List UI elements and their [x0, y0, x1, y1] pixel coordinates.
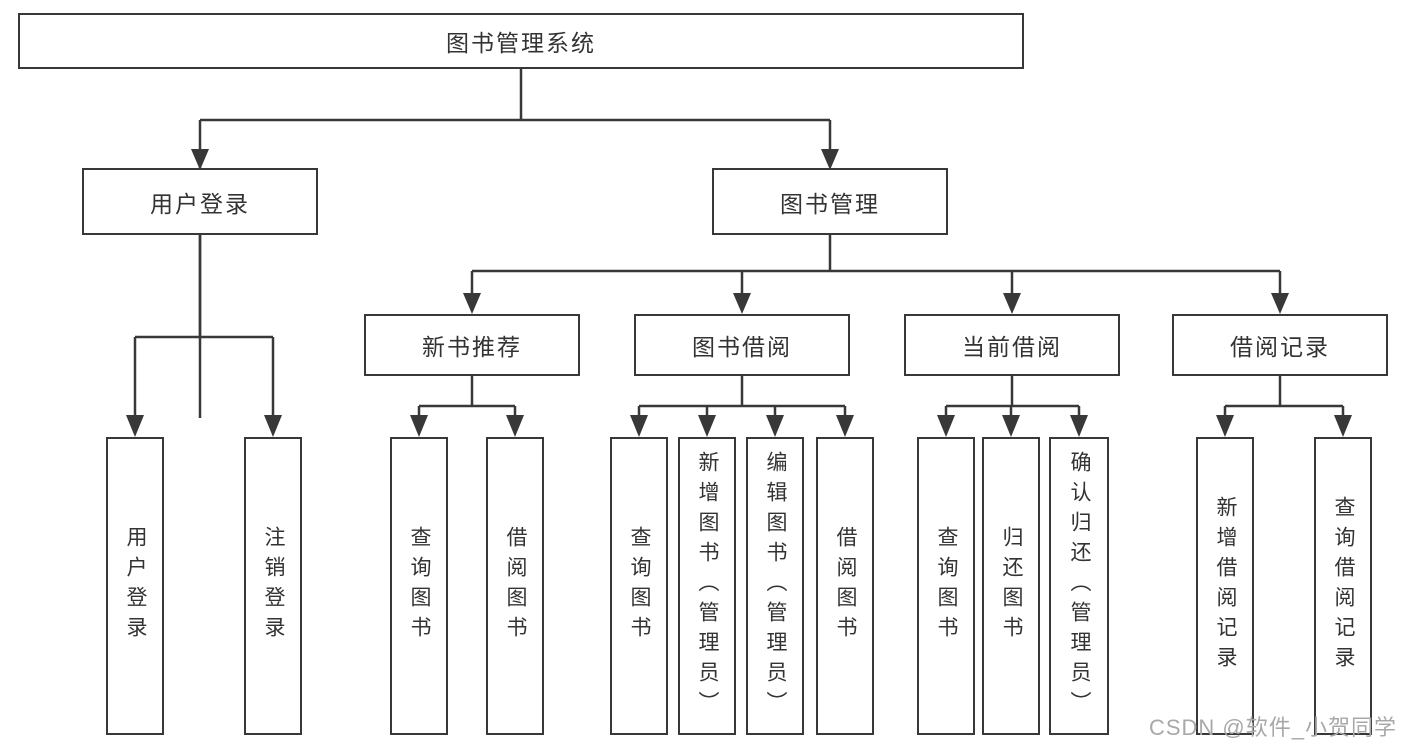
leaf-current-query-books-label: 查询图书 — [935, 526, 958, 646]
node-book-management: 图书管理 — [712, 168, 948, 235]
leaf-add-books-admin-label: 新增图书（管理员） — [696, 451, 719, 721]
connector-root-to-level2 — [191, 69, 839, 418]
leaf-edit-books-admin: 编辑图书（管理员） — [746, 437, 804, 735]
leaf-recommend-borrow-books-label: 借阅图书 — [504, 526, 527, 646]
leaf-borrowing-query-books: 查询图书 — [610, 437, 668, 735]
connector-user-login-branch — [126, 235, 282, 437]
node-user-login-label: 用户登录 — [150, 190, 250, 217]
leaf-confirm-return-admin-label: 确认归还（管理员） — [1068, 451, 1091, 721]
leaf-return-books: 归还图书 — [982, 437, 1040, 735]
leaf-query-borrow-record-label: 查询借阅记录 — [1332, 496, 1355, 676]
node-current-borrowing-label: 当前借阅 — [962, 334, 1062, 360]
node-new-book-recommendation: 新书推荐 — [364, 314, 580, 376]
node-user-login: 用户登录 — [82, 168, 318, 235]
leaf-return-books-label: 归还图书 — [1000, 526, 1023, 646]
leaf-logout: 注销登录 — [244, 437, 302, 735]
connector-records-branch — [1216, 376, 1352, 437]
leaf-edit-books-admin-label: 编辑图书（管理员） — [764, 451, 787, 721]
leaf-recommend-borrow-books: 借阅图书 — [486, 437, 544, 735]
leaf-borrowing-borrow-books: 借阅图书 — [816, 437, 874, 735]
node-library-management-system-label: 图书管理系统 — [446, 30, 596, 56]
leaf-user-login: 用户登录 — [106, 437, 164, 735]
connector-book-mgmt-to-level3 — [463, 235, 1289, 314]
node-current-borrowing: 当前借阅 — [904, 314, 1120, 376]
connector-borrowing-branch — [630, 376, 854, 437]
leaf-add-borrow-record-label: 新增借阅记录 — [1214, 496, 1237, 676]
node-book-borrowing: 图书借阅 — [634, 314, 850, 376]
connector-current-branch — [937, 376, 1088, 437]
node-book-management-label: 图书管理 — [780, 190, 880, 217]
leaf-confirm-return-admin: 确认归还（管理员） — [1049, 437, 1109, 735]
node-borrowing-records-label: 借阅记录 — [1230, 334, 1330, 360]
node-book-borrowing-label: 图书借阅 — [692, 334, 792, 360]
connector-new-rec-branch — [410, 376, 524, 437]
leaf-borrowing-query-books-label: 查询图书 — [628, 526, 651, 646]
node-borrowing-records: 借阅记录 — [1172, 314, 1388, 376]
leaf-recommend-query-books-label: 查询图书 — [408, 526, 431, 646]
leaf-recommend-query-books: 查询图书 — [390, 437, 448, 735]
leaf-user-login-label: 用户登录 — [124, 526, 147, 646]
leaf-logout-label: 注销登录 — [262, 526, 285, 646]
node-new-book-recommendation-label: 新书推荐 — [422, 334, 522, 360]
leaf-current-query-books: 查询图书 — [917, 437, 975, 735]
node-library-management-system: 图书管理系统 — [18, 13, 1024, 69]
leaf-add-books-admin: 新增图书（管理员） — [678, 437, 736, 735]
csdn-watermark: CSDN @软件_小贺同学 — [1148, 715, 1397, 740]
leaf-add-borrow-record: 新增借阅记录 — [1196, 437, 1254, 735]
leaf-query-borrow-record: 查询借阅记录 — [1314, 437, 1372, 735]
leaf-borrowing-borrow-books-label: 借阅图书 — [834, 526, 857, 646]
